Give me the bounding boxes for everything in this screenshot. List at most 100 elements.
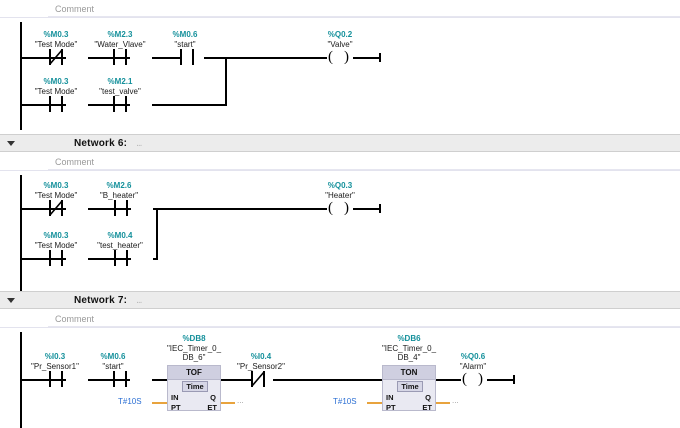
coil-valve[interactable]: ( ) xyxy=(327,48,353,66)
contact-label: %M0.4 "test_heater" xyxy=(88,231,152,250)
nc-slash-icon xyxy=(49,200,63,216)
rung-end-marker xyxy=(379,53,381,62)
network-title: Network 6: xyxy=(74,137,128,149)
network-collapse-toggle[interactable] xyxy=(0,134,22,152)
rung-wire xyxy=(88,379,130,381)
contact-no-test-mode[interactable] xyxy=(45,250,67,266)
branch-wire xyxy=(152,104,227,106)
contact-no-pr-sensor1[interactable] xyxy=(45,371,67,387)
branch-wire xyxy=(20,104,66,106)
network-7-header[interactable]: Network 7: ... xyxy=(0,291,680,309)
contact-no-water-vlave[interactable] xyxy=(109,49,131,65)
rung-wire xyxy=(436,379,461,381)
branch-vertical-wire xyxy=(225,57,227,106)
contact-address: %I0.3 xyxy=(44,352,66,361)
contact-bar-right xyxy=(126,200,128,216)
contact-bar-left xyxy=(113,96,115,112)
contact-bar-right xyxy=(125,49,127,65)
contact-address: %M0.3 xyxy=(43,231,69,240)
timer-pt-value[interactable]: T#10S xyxy=(333,397,357,406)
contact-label: %M0.3 "Test Mode" xyxy=(25,181,87,200)
contact-no-test-heater[interactable] xyxy=(110,250,132,266)
coil-paren-left: ( xyxy=(462,371,467,387)
timer-db-symbol-line2: DB_6" xyxy=(182,353,206,362)
contact-bar-right xyxy=(125,371,127,387)
contact-no-b-heater[interactable] xyxy=(110,200,132,216)
coil-alarm[interactable]: ( ) xyxy=(461,370,487,388)
coil-label: %Q0.6 "Alarm" xyxy=(442,352,504,371)
network-7-rungs: %I0.3 "Pr_Sensor1" %M0.6 "start" %DB8 "I… xyxy=(0,310,680,428)
pt-input-wire xyxy=(152,402,167,404)
timer-pin-et: ET xyxy=(207,403,217,412)
contact-bar-left xyxy=(49,200,51,216)
contact-nc-pr-sensor2[interactable] xyxy=(247,371,269,387)
network-comment-band[interactable]: Comment xyxy=(0,153,680,171)
contact-label: %M0.3 "Test Mode" xyxy=(25,30,87,49)
timer-db-label: %DB8 "IEC_Timer_0_ DB_6" xyxy=(144,334,244,362)
contact-label: %M0.6 "start" xyxy=(160,30,210,49)
rung-wire xyxy=(204,57,227,59)
contact-symbol: "Water_Vlave" xyxy=(94,40,146,49)
coil-symbol: "Alarm" xyxy=(459,362,487,371)
contact-label: %M2.3 "Water_Vlave" xyxy=(88,30,152,49)
timer-et-value: ... xyxy=(237,396,244,405)
network-comment-text[interactable]: Comment xyxy=(55,3,95,14)
timer-pin-pt: PT xyxy=(171,403,181,412)
contact-label: %M0.3 "Test Mode" xyxy=(25,231,87,250)
coil-paren-right: ) xyxy=(344,49,349,65)
et-output-wire xyxy=(221,402,235,404)
timer-db-symbol-line1: "IEC_Timer_0_ xyxy=(381,344,437,353)
contact-bar-right xyxy=(125,96,127,112)
contact-address: %I0.4 xyxy=(250,352,272,361)
coil-label: %Q0.2 "Valve" xyxy=(309,30,371,49)
timer-pin-et: ET xyxy=(422,403,432,412)
contact-symbol: "Test Mode" xyxy=(34,241,78,250)
network-6-header[interactable]: Network 6: ... xyxy=(0,134,680,152)
rung-wire xyxy=(153,208,327,210)
contact-bar-left xyxy=(113,49,115,65)
comment-divider xyxy=(48,16,680,17)
network-comment-text[interactable]: Comment xyxy=(55,313,95,324)
contact-address: %M0.3 xyxy=(43,181,69,190)
contact-symbol: "start" xyxy=(102,362,124,371)
contact-label: %M2.1 "test_valve" xyxy=(90,77,150,96)
network-comment-text[interactable]: Comment xyxy=(55,156,95,167)
network-collapse-toggle[interactable] xyxy=(0,291,22,309)
et-output-wire xyxy=(436,402,450,404)
contact-bar-right xyxy=(61,200,63,216)
network-comment-band[interactable]: Comment xyxy=(0,0,680,18)
contact-nc-test-mode[interactable] xyxy=(45,49,67,65)
contact-no-start[interactable] xyxy=(176,49,198,65)
contact-symbol: "Pr_Sensor2" xyxy=(237,362,285,371)
timer-block-tof[interactable]: TOF Time IN PT Q ET xyxy=(167,365,221,412)
comment-divider xyxy=(48,169,680,170)
contact-symbol: "Test Mode" xyxy=(34,191,78,200)
branch-wire xyxy=(153,258,158,260)
coil-label: %Q0.3 "Heater" xyxy=(309,181,371,200)
contact-nc-test-mode[interactable] xyxy=(45,200,67,216)
coil-heater[interactable]: ( ) xyxy=(327,199,353,217)
timer-pin-q: Q xyxy=(210,393,216,402)
contact-no-start[interactable] xyxy=(109,371,131,387)
contact-symbol: "test_valve" xyxy=(99,87,141,96)
pt-input-wire xyxy=(367,402,382,404)
contact-bar-right xyxy=(61,371,63,387)
coil-address: %Q0.3 xyxy=(327,181,353,190)
network-6-rungs: %M0.3 "Test Mode" %M2.6 "B_heater" %Q0.3… xyxy=(0,153,680,291)
nc-slash-icon xyxy=(49,49,63,65)
contact-bar-right xyxy=(61,49,63,65)
timer-pt-value[interactable]: T#10S xyxy=(118,397,142,406)
branch-wire xyxy=(88,258,131,260)
timer-block-ton[interactable]: TON Time IN PT Q ET xyxy=(382,365,436,412)
contact-no-test-valve[interactable] xyxy=(109,96,131,112)
rung-wire xyxy=(353,208,381,210)
timer-function-name: TOF xyxy=(168,366,220,380)
rung-end-marker xyxy=(513,375,515,384)
timer-db-label: %DB6 "IEC_Timer_0_ DB_4" xyxy=(359,334,459,362)
contact-label: %M0.6 "start" xyxy=(88,352,138,371)
contact-bar-right xyxy=(126,250,128,266)
contact-no-test-mode[interactable] xyxy=(45,96,67,112)
network-comment-band[interactable]: Comment xyxy=(0,310,680,328)
contact-address: %M0.3 xyxy=(43,77,69,86)
coil-paren-right: ) xyxy=(344,200,349,216)
